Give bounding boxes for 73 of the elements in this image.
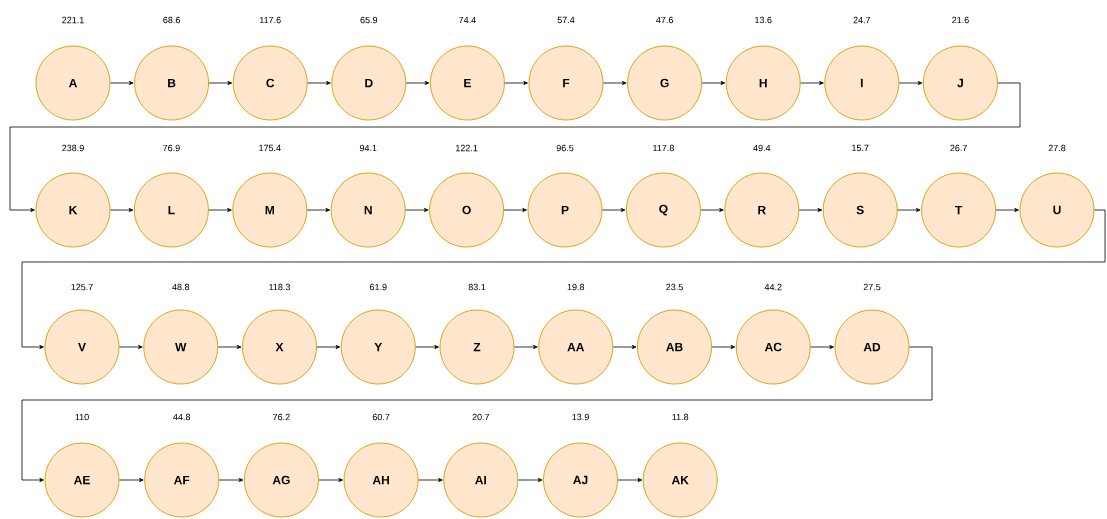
value-label: 83.1 <box>468 283 486 291</box>
value-label: 60.7 <box>372 413 390 421</box>
arrow <box>504 81 528 85</box>
arrow <box>415 345 439 349</box>
arrow <box>517 478 543 482</box>
value-label: 122.1 <box>456 144 478 152</box>
arrow <box>110 208 134 212</box>
value-label: 74.4 <box>459 16 476 24</box>
arrow <box>21 346 933 482</box>
value-label: 13.9 <box>572 413 589 421</box>
value-label: 118.3 <box>269 283 291 291</box>
arrow <box>9 82 1021 212</box>
value-label: 26.7 <box>950 144 967 152</box>
arrow <box>503 208 527 212</box>
value-label: 44.2 <box>764 283 782 291</box>
value-label: 13.6 <box>755 16 772 24</box>
value-label: 65.9 <box>360 16 378 24</box>
arrow <box>119 345 143 349</box>
value-label: 49.4 <box>753 144 771 152</box>
arrow <box>119 478 144 482</box>
value-label: 24.7 <box>853 16 871 24</box>
value-label: 238.9 <box>62 144 84 152</box>
arrow <box>800 81 824 85</box>
arrow <box>208 208 232 212</box>
value-label: 76.9 <box>163 144 180 152</box>
arrow <box>617 478 643 482</box>
value-label: 47.6 <box>656 16 673 24</box>
arrow <box>307 81 331 85</box>
arrow <box>612 345 637 349</box>
value-label: 76.2 <box>273 413 290 421</box>
arrow <box>711 345 736 349</box>
value-label: 68.6 <box>163 16 180 24</box>
arrow <box>316 345 341 349</box>
arrow <box>798 208 823 212</box>
arrow <box>208 81 233 85</box>
arrow <box>21 209 1106 349</box>
value-label: 15.7 <box>852 144 869 152</box>
value-label: 11.8 <box>672 413 689 421</box>
arrow <box>218 478 244 482</box>
value-label: 110 <box>75 413 89 421</box>
arrow <box>405 81 430 85</box>
arrow <box>514 345 538 349</box>
value-label: 125.7 <box>71 283 93 291</box>
arrow <box>418 478 443 482</box>
value-label: 44.8 <box>173 413 191 421</box>
value-label: 117.8 <box>653 144 674 152</box>
arrow <box>898 81 923 85</box>
value-label: 117.6 <box>259 16 281 24</box>
arrow <box>995 208 1019 212</box>
value-label: 27.8 <box>1048 144 1066 152</box>
value-label: 94.1 <box>359 144 377 152</box>
value-label: 96.5 <box>556 144 574 152</box>
value-label: 19.8 <box>567 283 585 291</box>
arrow <box>701 81 726 85</box>
arrow <box>897 208 921 212</box>
arrow <box>405 208 429 212</box>
value-label: 23.5 <box>666 283 683 291</box>
value-label: 21.6 <box>952 16 969 24</box>
arrow <box>602 208 626 212</box>
arrow <box>217 345 242 349</box>
value-label: 48.8 <box>172 283 190 291</box>
value-label: 61.9 <box>369 283 387 291</box>
value-label: 175.4 <box>259 144 281 152</box>
arrow <box>603 81 627 85</box>
arrow <box>810 345 834 349</box>
value-label: 57.4 <box>557 16 575 24</box>
arrow <box>318 478 343 482</box>
value-label: 20.7 <box>472 413 490 421</box>
value-label: 27.5 <box>863 283 881 291</box>
arrow <box>110 81 134 85</box>
value-label: 221.1 <box>62 16 84 24</box>
arrow <box>700 208 724 212</box>
arrow <box>306 208 331 212</box>
